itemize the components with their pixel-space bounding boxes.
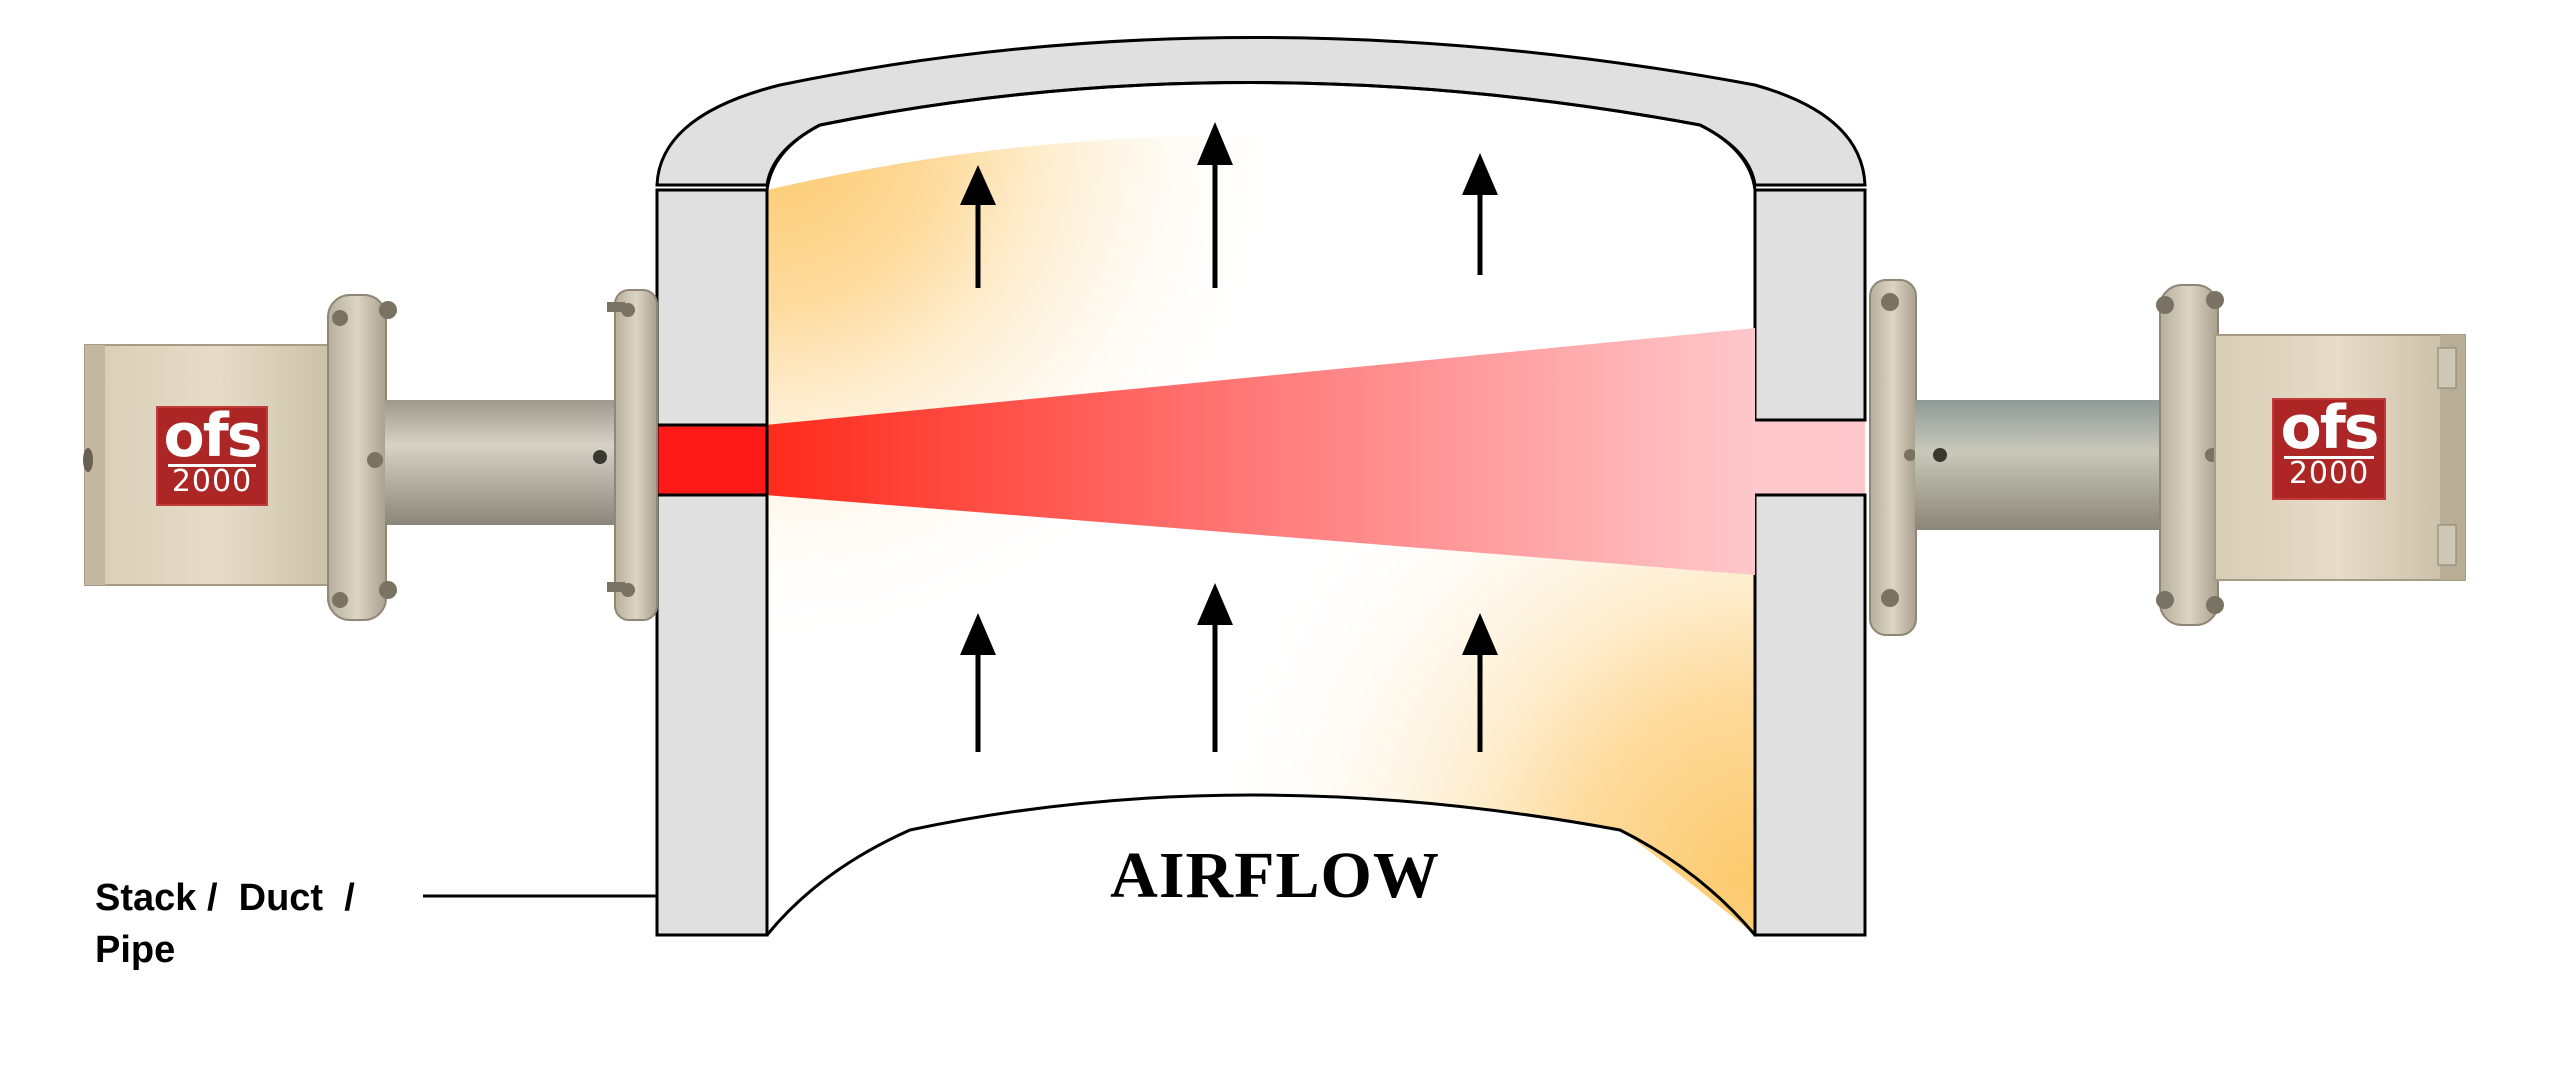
- logo-top-text: ofs: [163, 401, 262, 471]
- arrow-up-icon: [1462, 613, 1498, 752]
- transmitter-pipe: [385, 400, 625, 525]
- ofs2000-logo-left: ofs 2000: [156, 406, 268, 506]
- bolt-icon: [1881, 293, 1916, 607]
- logo-top-text: ofs: [2280, 393, 2379, 463]
- arrow-up-icon: [1197, 122, 1233, 288]
- bolt-icon: [607, 302, 635, 597]
- duct-bottom-rim: [765, 793, 1757, 936]
- bolt-icon: [332, 301, 397, 608]
- stack-label-line-1: Stack / Duct /: [95, 877, 355, 919]
- airflow-arrows: [960, 122, 1498, 752]
- stack-duct-pipe-label: Stack / Duct / Pipe: [95, 872, 355, 976]
- transmitter-unit: [83, 289, 658, 621]
- ofs2000-logo-right: ofs 2000: [2272, 398, 2386, 500]
- arrow-up-icon: [960, 613, 996, 752]
- logo-bottom-text: 2000: [2284, 456, 2374, 489]
- stack-label-line-2: Pipe: [95, 929, 176, 971]
- laser-receiver-window: [1755, 420, 1865, 495]
- hinge-icon: [2437, 524, 2457, 566]
- left-duct-wall: [655, 188, 769, 937]
- arrow-up-icon: [1462, 153, 1498, 275]
- receiver-unit: [1869, 279, 2466, 636]
- arrow-up-icon: [1197, 583, 1233, 752]
- laser-source-window: [655, 423, 769, 497]
- hinge-icon: [2437, 347, 2457, 389]
- arrow-up-icon: [960, 165, 996, 288]
- stack-flange-left: [614, 289, 658, 621]
- logo-bottom-text: 2000: [168, 464, 256, 497]
- right-duct-wall: [1753, 188, 1867, 937]
- receiver-pipe: [1915, 400, 2170, 530]
- airflow-label: AIRFLOW: [1110, 839, 1440, 912]
